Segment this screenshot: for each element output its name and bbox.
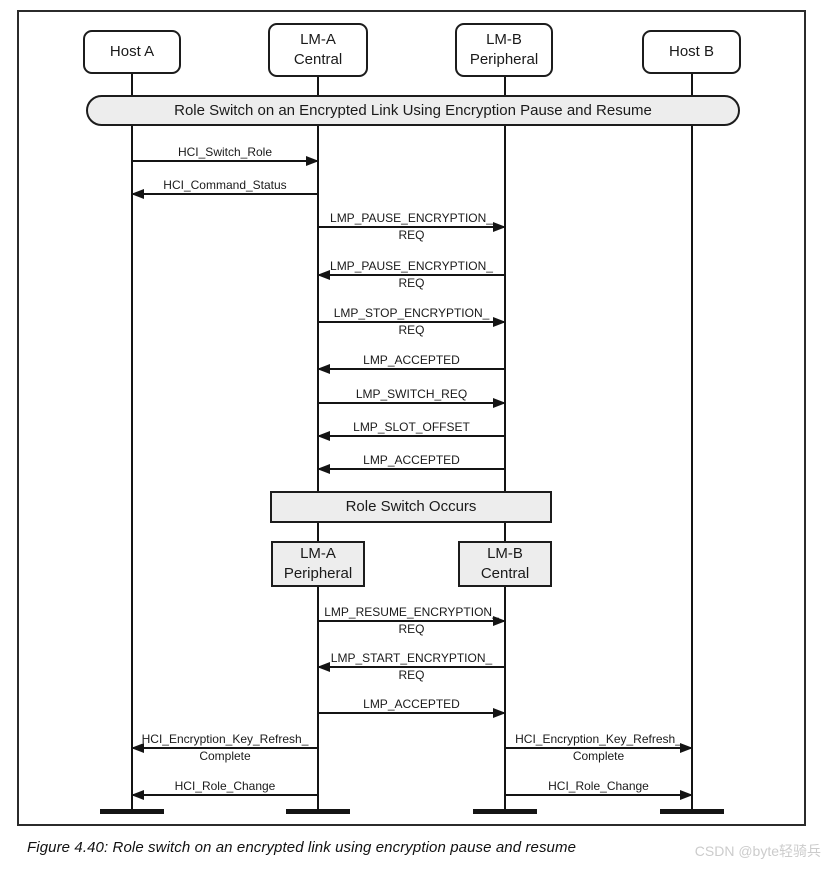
actor-box-lm-a-peripheral: LM-A Peripheral: [271, 541, 365, 587]
message-lmp-resume-encryption: LMP_RESUME_ENCRYPTION_ REQ: [318, 605, 506, 637]
message-lmp-accepted: LMP_ACCEPTED: [318, 697, 506, 718]
procedure-banner: Role Switch on an Encrypted Link Using E…: [86, 95, 740, 126]
message-arrow-line: [131, 189, 318, 199]
lifeline-host-a: [131, 74, 133, 812]
message-label: LMP_SWITCH_REQ: [355, 387, 468, 401]
lifeline-host-b: [691, 74, 693, 812]
arrowhead-icon: [317, 364, 330, 374]
message-label-second-line: REQ: [398, 228, 425, 242]
message-arrow-line: [318, 616, 506, 626]
message-label-second-line: REQ: [398, 622, 425, 636]
message-arrow-line: [505, 790, 693, 800]
message-lmp-pause-encryption: LMP_PAUSE_ENCRYPTION_ REQ: [318, 211, 506, 243]
figure-caption: Figure 4.40: Role switch on an encrypted…: [27, 839, 577, 856]
message-label: HCI_Role_Change: [548, 779, 649, 793]
message-hci-role-change: HCI_Role_Change: [505, 779, 693, 800]
message-label: LMP_ACCEPTED: [363, 697, 460, 711]
message-arrow-line: [317, 662, 505, 672]
message-arrow-line: [318, 222, 506, 232]
arrowhead-icon: [131, 189, 144, 199]
actor-box-lm-b-peripheral: LM-B Peripheral: [455, 23, 553, 77]
lifeline-end-bar-host-a: [100, 809, 164, 814]
message-label-second-line: REQ: [398, 276, 425, 290]
message-arrow-line: [131, 790, 318, 800]
lifeline-end-bar-host-b: [660, 809, 724, 814]
arrowhead-icon: [317, 431, 330, 441]
message-hci-encryption-key-refresh: HCI_Encryption_Key_Refresh_ Complete: [505, 732, 693, 764]
arrowhead-icon: [317, 464, 330, 474]
message-label: LMP_ACCEPTED: [363, 453, 460, 467]
watermark: CSDN @byte轻骑兵: [694, 843, 821, 859]
message-hci-command-status: HCI_Command_Status: [131, 178, 318, 199]
message-label: HCI_Encryption_Key_Refresh_: [515, 732, 682, 746]
message-lmp-pause-encryption: LMP_PAUSE_ENCRYPTION_ REQ: [317, 259, 505, 291]
message-arrow-line: [317, 464, 505, 474]
arrowhead-icon: [493, 616, 506, 626]
message-lmp-start-encryption: LMP_START_ENCRYPTION_ REQ: [317, 651, 505, 683]
actor-box-host-b: Host B: [642, 30, 741, 74]
actor-box-lm-b-central: LM-B Central: [458, 541, 552, 587]
message-arrow-line: [317, 364, 505, 374]
arrowhead-icon: [317, 662, 330, 672]
role-switch-occurs-box: Role Switch Occurs: [270, 491, 552, 523]
message-lmp-stop-encryption: LMP_STOP_ENCRYPTION_ REQ: [318, 306, 506, 338]
message-hci-switch-role: HCI_Switch_Role: [132, 145, 319, 166]
message-label: LMP_PAUSE_ENCRYPTION_: [330, 259, 493, 273]
message-hci-role-change: HCI_Role_Change: [131, 779, 318, 800]
message-lmp-accepted: LMP_ACCEPTED: [317, 453, 505, 474]
lifeline-lm-b: [504, 77, 506, 812]
message-label-second-line: Complete: [199, 749, 251, 763]
message-arrow-line: [318, 398, 506, 408]
message-label-second-line: REQ: [398, 323, 425, 337]
arrowhead-icon: [493, 222, 506, 232]
message-arrow-line: [317, 270, 505, 280]
message-label: HCI_Switch_Role: [177, 145, 273, 159]
message-lmp-accepted: LMP_ACCEPTED: [317, 353, 505, 374]
arrowhead-icon: [306, 156, 319, 166]
lifeline-end-bar-lm-b: [473, 809, 537, 814]
actor-box-host-a: Host A: [83, 30, 181, 74]
message-lmp-switch-req: LMP_SWITCH_REQ: [318, 387, 506, 408]
message-arrow-line: [131, 743, 318, 753]
message-label: HCI_Role_Change: [174, 779, 276, 793]
message-label: LMP_ACCEPTED: [363, 353, 460, 367]
arrowhead-icon: [493, 398, 506, 408]
actor-box-lm-a-central: LM-A Central: [268, 23, 368, 77]
message-label: LMP_STOP_ENCRYPTION_: [333, 306, 490, 320]
message-label: HCI_Encryption_Key_Refresh_: [141, 732, 309, 746]
arrowhead-icon: [493, 317, 506, 327]
message-label-second-line: REQ: [398, 668, 425, 682]
arrowhead-icon: [131, 790, 144, 800]
message-lmp-slot-offset: LMP_SLOT_OFFSET: [317, 420, 505, 441]
message-label: HCI_Command_Status: [163, 178, 287, 192]
message-arrow-line: [318, 708, 506, 718]
diagram-frame: [17, 10, 806, 826]
lifeline-lm-a: [317, 77, 319, 812]
message-arrow-line: [505, 743, 693, 753]
arrowhead-icon: [680, 743, 693, 753]
message-label-second-line: Complete: [572, 749, 625, 763]
message-hci-encryption-key-refresh: HCI_Encryption_Key_Refresh_ Complete: [131, 732, 318, 764]
message-arrow-line: [318, 317, 506, 327]
arrowhead-icon: [317, 270, 330, 280]
message-label: LMP_SLOT_OFFSET: [353, 420, 470, 434]
arrowhead-icon: [493, 708, 506, 718]
message-label: LMP_PAUSE_ENCRYPTION_: [330, 211, 493, 225]
message-arrow-line: [317, 431, 505, 441]
message-label: LMP_RESUME_ENCRYPTION_: [324, 605, 499, 619]
arrowhead-icon: [680, 790, 693, 800]
message-label: LMP_START_ENCRYPTION_: [330, 651, 493, 665]
message-arrow-line: [132, 156, 319, 166]
arrowhead-icon: [131, 743, 144, 753]
lifeline-end-bar-lm-a: [286, 809, 350, 814]
